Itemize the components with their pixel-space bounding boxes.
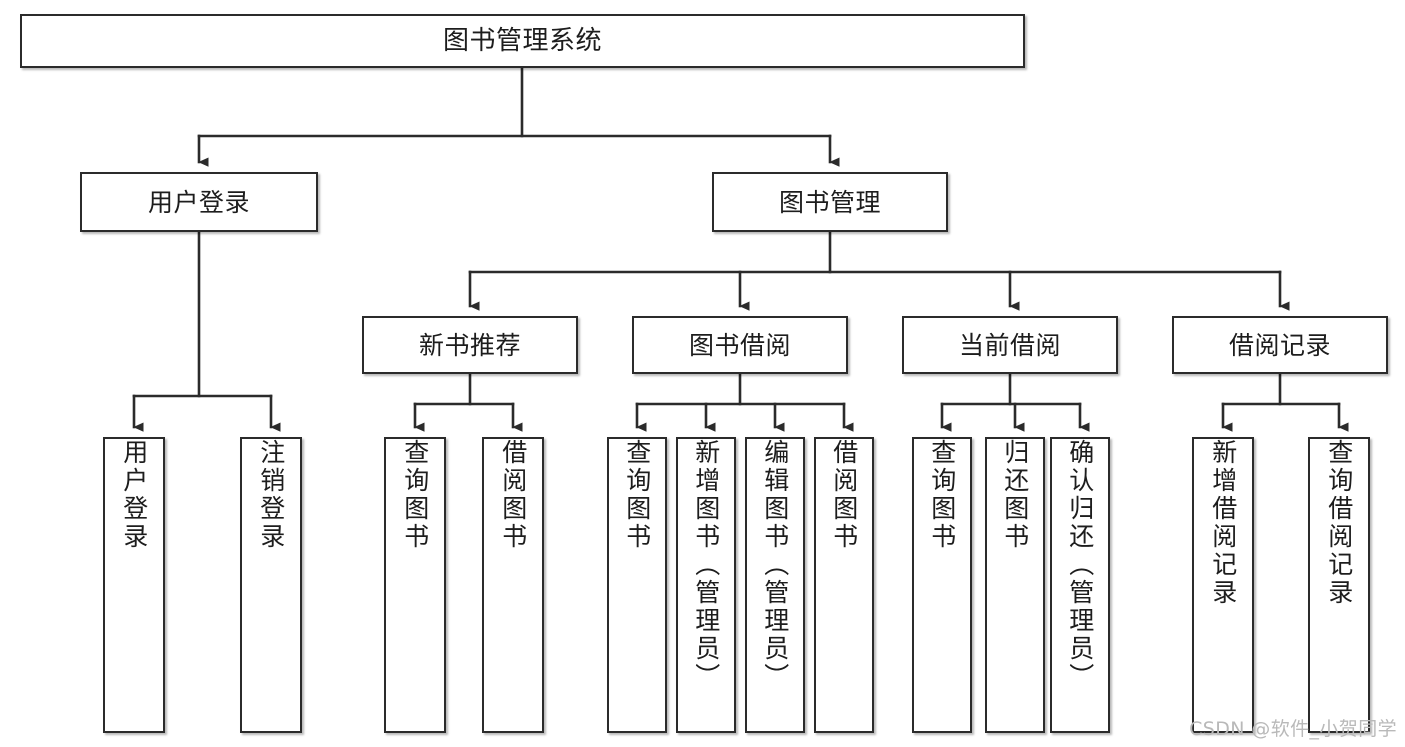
node-leaf-edit-book-admin-label: 编辑图书（管理员） <box>760 439 790 691</box>
node-leaf-query-book-recommend[interactable]: 查询图书 <box>384 437 446 733</box>
node-level1-book-management-label: 图书管理 <box>778 187 881 217</box>
node-leaf-add-book-admin[interactable]: 新增图书（管理员） <box>676 437 736 733</box>
node-leaf-query-book[interactable]: 查询图书 <box>607 437 667 733</box>
node-leaf-confirm-return-admin-label: 确认归还（管理员） <box>1065 439 1095 691</box>
node-leaf-return-book-label: 归还图书 <box>1000 439 1030 551</box>
node-leaf-add-borrow-record-label: 新增借阅记录 <box>1208 439 1238 607</box>
node-leaf-query-book-label: 查询图书 <box>622 439 652 551</box>
node-leaf-confirm-return-admin[interactable]: 确认归还（管理员） <box>1050 437 1110 733</box>
node-leaf-edit-book-admin[interactable]: 编辑图书（管理员） <box>745 437 805 733</box>
node-level2-book-borrow[interactable]: 图书借阅 <box>632 316 848 374</box>
node-leaf-borrow-book[interactable]: 借阅图书 <box>814 437 874 733</box>
node-leaf-logout-label: 注销登录 <box>256 439 286 551</box>
node-root-label: 图书管理系统 <box>442 26 602 56</box>
node-leaf-add-borrow-record[interactable]: 新增借阅记录 <box>1192 437 1254 733</box>
node-level2-current-borrow[interactable]: 当前借阅 <box>902 316 1118 374</box>
node-level2-borrow-records-label: 借阅记录 <box>1228 330 1331 360</box>
node-leaf-borrow-book-recommend-label: 借阅图书 <box>498 439 528 551</box>
node-leaf-add-book-admin-label: 新增图书（管理员） <box>691 439 721 691</box>
node-leaf-query-book-recommend-label: 查询图书 <box>400 439 430 551</box>
node-leaf-user-login-label: 用户登录 <box>119 439 149 551</box>
node-leaf-query-borrow-record[interactable]: 查询借阅记录 <box>1308 437 1370 733</box>
node-leaf-borrow-book-label: 借阅图书 <box>829 439 859 551</box>
node-level1-user-login-label: 用户登录 <box>147 187 250 217</box>
node-level2-current-borrow-label: 当前借阅 <box>958 330 1061 360</box>
node-leaf-query-book-current-label: 查询图书 <box>927 439 957 551</box>
node-level2-borrow-records[interactable]: 借阅记录 <box>1172 316 1388 374</box>
node-level2-book-borrow-label: 图书借阅 <box>688 330 791 360</box>
node-level1-user-login[interactable]: 用户登录 <box>80 172 318 232</box>
node-leaf-user-login[interactable]: 用户登录 <box>103 437 165 733</box>
node-leaf-return-book[interactable]: 归还图书 <box>985 437 1045 733</box>
node-level2-new-book-recommend[interactable]: 新书推荐 <box>362 316 578 374</box>
node-level1-book-management[interactable]: 图书管理 <box>712 172 948 232</box>
node-leaf-borrow-book-recommend[interactable]: 借阅图书 <box>482 437 544 733</box>
node-level2-new-book-recommend-label: 新书推荐 <box>418 330 521 360</box>
node-leaf-query-borrow-record-label: 查询借阅记录 <box>1324 439 1354 607</box>
node-leaf-query-book-current[interactable]: 查询图书 <box>912 437 972 733</box>
csdn-watermark: CSDN @软件_小贺同学 <box>1189 718 1397 740</box>
node-root[interactable]: 图书管理系统 <box>20 14 1025 68</box>
node-leaf-logout[interactable]: 注销登录 <box>240 437 302 733</box>
